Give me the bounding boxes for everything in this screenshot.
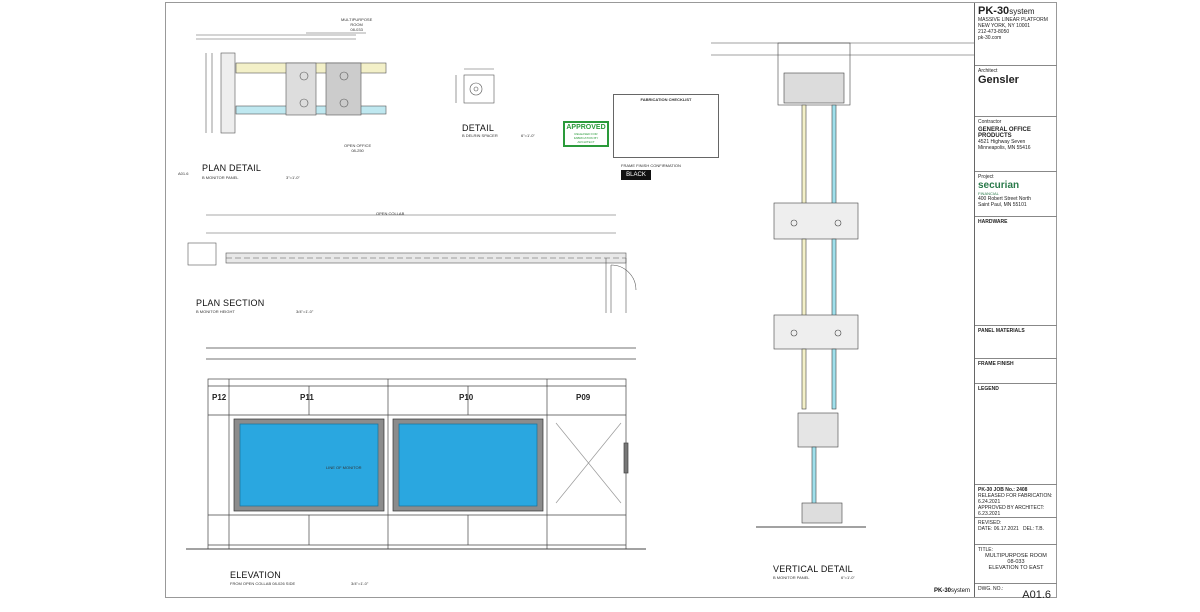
elevation-drawing (186, 347, 646, 550)
detail-scale: 6"=1'-0" (521, 133, 535, 138)
project-label: Project (978, 174, 994, 180)
room-label-multipurpose: MULTIPURPOSE ROOM 08-033 (341, 17, 372, 32)
released-date: RELEASED FOR FABRICATION: 6.24.2021 (978, 493, 1053, 505)
sheet-title-line: ELEVATION TO EAST (988, 565, 1044, 571)
approval-checklist-title: FABRICATION CHECKLIST (640, 97, 692, 102)
client-address-line: 400 Robert Street North (978, 196, 1032, 202)
approved-stamp: APPROVED RELEASED FOR FABRICATION BY ARC… (563, 121, 609, 147)
plan-section-drawing (187, 214, 637, 313)
room-label-line: 08-033 (350, 27, 363, 32)
footer-brand-suffix: system (951, 588, 971, 594)
panel-label-p09: P09 (576, 393, 591, 402)
titleblock-sheet-title: TITLE: MULTIPURPOSE ROOM 08-033 ELEVATIO… (975, 545, 1057, 584)
elevation-scale: 3/4"=1'-0" (351, 581, 369, 586)
titleblock-brand: PK-30system MASSIVE LINEAR PLATFORM NEW … (975, 3, 1057, 66)
contractor-address-line: 4521 Highway Seven (978, 139, 1026, 145)
plan-detail-title: PLAN DETAIL (202, 163, 262, 173)
approval-checklist: FABRICATION CHECKLIST (613, 94, 719, 158)
drawing-area: PLAN DETAIL B MONITOR PANEL 3"=1'-0" A01… (166, 3, 974, 597)
brand-line: pk-30.com (978, 35, 1002, 41)
room-label-line: OPEN OFFICE (344, 143, 372, 148)
dwg-label: DWG. NO.: (978, 586, 1004, 592)
panel-materials-label: PANEL MATERIALS (978, 328, 1025, 334)
vertical-detail-scale: 6"=1'-0" (841, 575, 855, 580)
finish-caption: FRAME FINISH CONFIRMATION (621, 163, 681, 168)
hardware-label: HARDWARE (978, 219, 1008, 225)
approved-date: APPROVED BY ARCHITECT: 6.23.2021 (978, 505, 1045, 517)
plan-detail-drawing (196, 32, 387, 134)
brand-line: 212-473-8050 (978, 29, 1010, 35)
footer-brand: PK-30system (934, 588, 970, 594)
legend-label: LEGEND (978, 386, 999, 392)
contractor-name: GENERAL OFFICE PRODUCTS (978, 127, 1031, 139)
plan-detail-tag: A01.6 (178, 171, 189, 176)
brand-suffix: system (1009, 7, 1035, 16)
titleblock-release: PK-30 JOB No.: 2408 RELEASED FOR FABRICA… (975, 485, 1057, 518)
delrin-spacer-detail (455, 68, 495, 104)
titleblock-contractor: Contractor GENERAL OFFICE PRODUCTS 4521 … (975, 117, 1057, 172)
contractor-address-line: Minneapolis, MN 55416 (978, 145, 1031, 151)
elevation-title: ELEVATION (230, 570, 281, 580)
title-block: PK-30system MASSIVE LINEAR PLATFORM NEW … (974, 3, 1057, 601)
revised-label: REVISED: (978, 520, 1002, 526)
brand-logo: PK-30system (978, 5, 1054, 17)
titleblock-hardware: HARDWARE (975, 217, 1057, 326)
elevation-subtitle: FROM OPEN COLLAB 08-026 SIDE (230, 581, 296, 586)
vertical-detail-title: VERTICAL DETAIL (773, 564, 853, 574)
approved-stamp-sub: RELEASED FOR FABRICATION BY ARCHITECT (573, 132, 599, 144)
titleblock-legend: LEGEND (975, 384, 1057, 485)
vertical-detail-drawing (711, 42, 974, 528)
titleblock-dwg: DWG. NO.: A01.6 (975, 584, 1057, 612)
drawing-canvas (186, 32, 974, 550)
dwg-number: A01.6 (1022, 589, 1051, 601)
approved-stamp-label: APPROVED (566, 124, 606, 131)
architect-label: Architect (978, 68, 998, 74)
drawing-sheet: PLAN DETAIL B MONITOR PANEL 3"=1'-0" A01… (165, 2, 1057, 601)
panel-label-p11: P11 (300, 393, 314, 402)
plan-section-subtitle: B MONITOR HEIGHT (196, 309, 235, 314)
monitor-note: LINE OF MONITOR (326, 465, 362, 470)
detail-subtitle: B DELRIN SPACER (462, 133, 498, 138)
panel-label-p10: P10 (459, 393, 474, 402)
client-logo: securian (978, 180, 1020, 191)
client-address-line: Saint Paul, MN 55101 (978, 202, 1027, 208)
titleblock-panel-materials: PANEL MATERIALS (975, 326, 1057, 359)
sheet-title-line: 08-033 (1007, 559, 1025, 565)
title-label: TITLE: (978, 547, 994, 553)
brand-name: PK-30 (978, 5, 1010, 17)
finish-swatch: BLACK (621, 170, 651, 180)
brand-line: NEW YORK, NY 10001 (978, 23, 1031, 29)
brand-line: MASSIVE LINEAR PLATFORM (978, 17, 1048, 23)
panel-label-p12: P12 (212, 393, 227, 402)
plan-section-title: PLAN SECTION (196, 298, 265, 308)
frame-finish-label: FRAME FINISH (978, 361, 1014, 367)
architect-name: Gensler (978, 74, 1019, 86)
room-label-line: MULTIPURPOSE (341, 17, 373, 22)
vertical-detail-subtitle: B MONITOR PANEL (773, 575, 810, 580)
del-value: DEL: T.B. (1022, 526, 1044, 532)
room-label-line: ROOM (350, 22, 363, 27)
client-sub: FINANCIAL (978, 191, 999, 196)
sheet-title-line: MULTIPURPOSE ROOM (985, 553, 1047, 559)
titleblock-architect: Architect Gensler (975, 66, 1057, 117)
titleblock-project: Project securian FINANCIAL 400 Robert St… (975, 172, 1057, 217)
titleblock-frame-finish: FRAME FINISH (975, 359, 1057, 384)
plan-section-scale: 3/4"=1'-0" (296, 309, 314, 314)
job-number: PK-30 JOB No.: 2408 (978, 487, 1028, 493)
room-label-open-office: OPEN OFFICE 08-250 (344, 143, 371, 153)
contractor-label: Contractor (978, 119, 1002, 125)
plan-detail-subtitle: B MONITOR PANEL (202, 175, 239, 180)
detail-title: DETAIL (462, 123, 495, 133)
plan-detail-scale: 3"=1'-0" (286, 175, 300, 180)
footer-brand-name: PK-30 (934, 588, 952, 594)
titleblock-revisions: REVISED: DATE: 06.17.2021 DEL: T.B. (975, 518, 1057, 545)
room-label-open-collab: OPEN COLLAB (376, 211, 405, 216)
sheet-date: DATE: 06.17.2021 (978, 526, 1019, 532)
room-label-line: 08-250 (351, 148, 364, 153)
